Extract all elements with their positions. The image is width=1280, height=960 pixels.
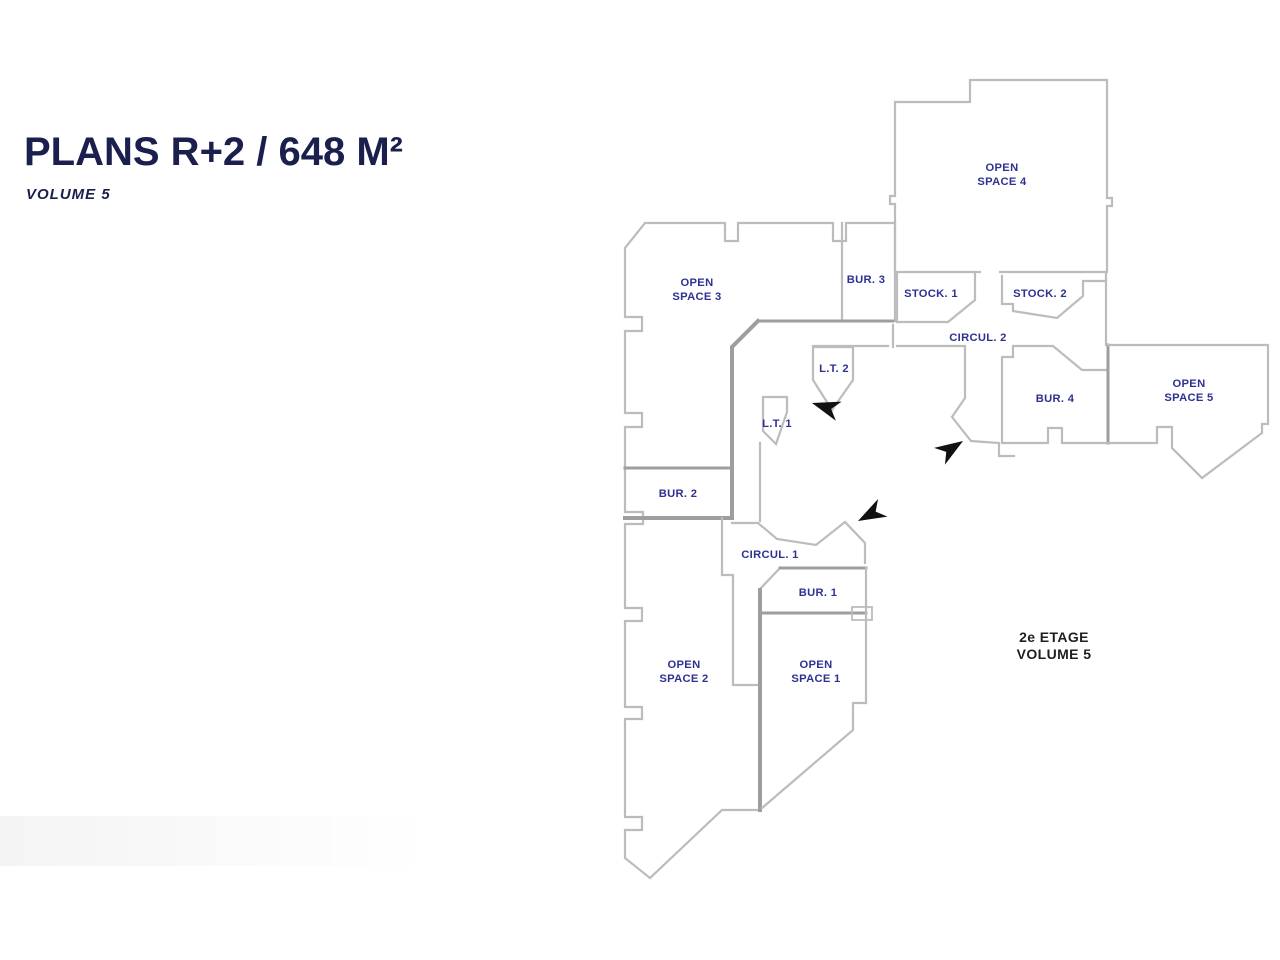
wall-stock2 [1000,274,1108,320]
room-label-open-space-5: OPEN [1173,378,1206,390]
room-label-open-space-1: SPACE 1 [791,673,840,685]
room-label-bur-3: BUR. 3 [847,274,885,286]
wall-openspace4-outline [888,78,1114,274]
wall-stock1 [895,272,977,324]
wall-circul1-north-scallop [730,520,867,565]
floor-label: VOLUME 5 [1017,646,1092,662]
wall-openspace1-right-notch [851,606,873,621]
room-label-bur-2: BUR. 2 [659,488,697,500]
room-label-open-space-4: OPEN [986,162,1019,174]
wall-bur4 [1000,344,1110,445]
wall-left-block-outline [623,221,897,880]
room-label-circul-1: CIRCUL. 1 [741,549,798,561]
room-label-open-space-2: SPACE 2 [659,673,708,685]
floor-plan: OPEN SPACE 4 OPEN SPACE 3 BUR. 3 STOCK. … [623,78,1270,880]
room-label-open-space-2: OPEN [668,659,701,671]
page-title: PLANS R+2 / 648 M² [24,130,404,174]
wall-lt2-room [811,345,855,412]
entry-arrow-icon [934,441,963,465]
entry-arrow-icon [858,499,888,521]
room-label-open-space-5: SPACE 5 [1164,392,1213,404]
wall-openspace1-right [760,566,868,810]
entry-arrow-icon [812,401,842,421]
room-label-open-space-4: SPACE 4 [977,176,1027,188]
room-label-bur-4: BUR. 4 [1036,393,1075,405]
room-label-bur-1: BUR. 1 [799,587,837,599]
wall-central-vertical [730,318,761,519]
wall-lt1-room [761,395,789,447]
floor-label: 2e ETAGE [1019,629,1089,645]
room-label-circul-2: CIRCUL. 2 [949,332,1006,344]
room-label-open-space-1: OPEN [800,659,833,671]
scan-smudge [0,816,430,866]
wall-bur1-corner-diagonal [757,566,782,592]
room-label-stock-1: STOCK. 1 [904,288,958,300]
room-label-stock-2: STOCK. 2 [1013,288,1067,300]
wall-circul1-west [720,516,761,687]
room-label-lt-2: L.T. 2 [819,363,849,375]
room-label-open-space-3: OPEN [681,277,714,289]
wall-circul2-south [895,344,1016,458]
wall-openspace5-outline [1106,343,1270,480]
room-label-open-space-3: SPACE 3 [672,291,721,303]
page-subtitle: VOLUME 5 [26,186,111,203]
room-label-lt-1: L.T. 1 [762,418,792,430]
